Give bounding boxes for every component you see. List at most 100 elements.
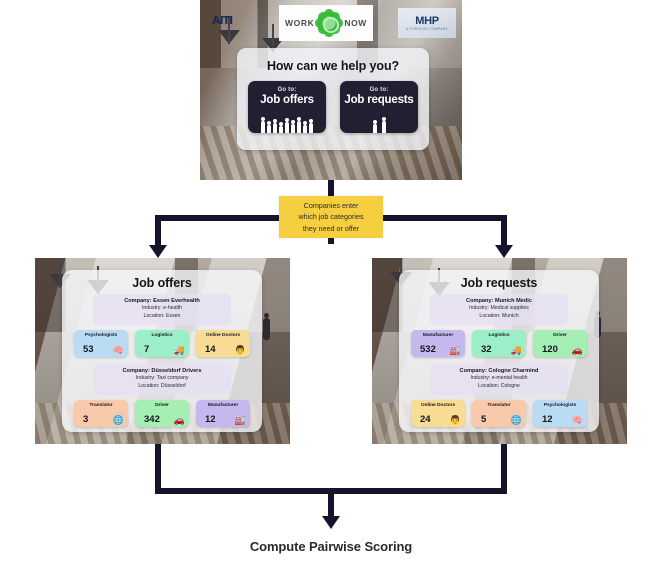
mhp-logo-subtitle: A PORSCHE COMPANY xyxy=(405,27,449,31)
worknow-logo-word-left: WORK xyxy=(285,18,315,28)
company-name: Company: Cologne Charmind xyxy=(459,367,539,374)
arrow-top-to-note xyxy=(328,180,334,196)
category-count: 14 xyxy=(205,343,216,355)
category-card-psychologists[interactable]: Psychologists 53 🧠 xyxy=(74,329,128,357)
doctor-icon: 👨 xyxy=(449,414,461,425)
brain-icon: 🧠 xyxy=(571,414,583,425)
brain-icon: 🧠 xyxy=(112,344,124,355)
company-industry: Industry: e-health xyxy=(141,305,183,312)
category-count: 24 xyxy=(420,413,431,425)
job-requests-button[interactable]: Go to: Job requests xyxy=(340,81,418,133)
category-name: Translator xyxy=(487,402,511,408)
category-card-manufacturer[interactable]: Manufacturer 12 🏭 xyxy=(196,399,250,427)
company-industry: Industry: Medical supplies xyxy=(469,305,529,312)
worknow-logo: WORK NOW xyxy=(279,5,373,41)
arrow-right-down xyxy=(501,215,507,245)
category-name: Online Doctors xyxy=(420,402,456,408)
job-requests-title: Job requests xyxy=(460,276,538,290)
category-count: 7 xyxy=(144,343,150,355)
category-count: 3 xyxy=(83,413,89,425)
company-location: Location: Essen xyxy=(143,313,181,320)
arrow-requests-down xyxy=(501,444,507,488)
dialog-choice-row: Go to: Job offers Go t xyxy=(237,81,429,133)
help-dialog-card: How can we help you? Go to: Job offers xyxy=(237,48,429,150)
lamp-icon xyxy=(218,16,240,44)
company-location: Location: Cologne xyxy=(478,383,520,390)
category-name: Translator xyxy=(89,402,113,408)
arrow-merge-stem xyxy=(328,488,334,516)
job-offers-mockup: Job offers Company: Essen Everhealth Ind… xyxy=(35,258,290,444)
people-walking-icon xyxy=(340,115,418,133)
category-card-logistics[interactable]: Logistics 7 🚚 xyxy=(135,329,189,357)
arrow-left-down xyxy=(155,215,161,245)
category-name: Driver xyxy=(553,332,567,338)
arrow-head-left xyxy=(149,245,167,258)
note-line-1: Companies enter xyxy=(303,201,359,211)
category-count: 532 xyxy=(420,343,436,355)
dialog-title: How can we help you? xyxy=(266,59,400,73)
job-requests-button-label: Job requests xyxy=(344,94,414,106)
category-row: Translator 3 🌐 Driver 342 🚗 Manufacturer… xyxy=(62,399,262,427)
category-count: 32 xyxy=(481,343,492,355)
category-name: Manufacturer xyxy=(207,402,239,408)
job-offers-button-label: Job offers xyxy=(260,94,314,106)
doctor-icon: 👨 xyxy=(234,344,246,355)
category-card-translator[interactable]: Translator 3 🌐 xyxy=(74,399,128,427)
arrow-offers-down xyxy=(155,444,161,488)
arrow-head-bottom xyxy=(322,516,340,529)
category-count: 5 xyxy=(481,413,487,425)
category-card-driver[interactable]: Driver 120 🚗 xyxy=(533,329,587,357)
aiti-logo: AITI xyxy=(212,14,233,27)
category-count: 53 xyxy=(83,343,94,355)
factory-icon: 🏭 xyxy=(234,414,246,425)
category-row: Online Doctors 24 👨 Translator 5 🌐 Psych… xyxy=(399,399,599,427)
category-count: 342 xyxy=(144,413,160,425)
category-card-online-doctors[interactable]: Online Doctors 24 👨 xyxy=(411,399,465,427)
category-name: Logistics xyxy=(151,332,173,338)
people-crowd-icon xyxy=(248,115,326,133)
category-name: Driver xyxy=(155,402,169,408)
company-industry: Industry: Taxi company xyxy=(135,375,189,382)
company-info-block: Company: Cologne Charmind Industry: e-me… xyxy=(430,363,568,395)
car-icon: 🚗 xyxy=(571,344,583,355)
job-offers-goto-label: Go to: xyxy=(277,87,297,93)
category-count: 12 xyxy=(542,413,553,425)
category-row: Manufacturer 532 🏭 Logistics 32 🚚 Driver… xyxy=(399,329,599,357)
job-requests-mockup: Job requests Company: Munich Medic Indus… xyxy=(372,258,627,444)
top-app-mockup: AITI WORK NOW MHP A PORSCHE COMPANY How … xyxy=(200,0,462,180)
category-name: Online Doctors xyxy=(205,332,241,338)
arrow-note-stem xyxy=(328,238,334,244)
category-count: 120 xyxy=(542,343,558,355)
company-name: Company: Düsseldorf Drivers xyxy=(122,367,202,374)
job-offers-title: Job offers xyxy=(132,276,192,290)
arrow-note-left-branch xyxy=(155,215,279,221)
company-info-block: Company: Essen Everhealth Industry: e-he… xyxy=(93,294,231,325)
category-name: Psychologists xyxy=(84,332,118,338)
category-row: Psychologists 53 🧠 Logistics 7 🚚 Online … xyxy=(62,329,262,357)
job-offers-button[interactable]: Go to: Job offers xyxy=(248,81,326,133)
mhp-logo: MHP A PORSCHE COMPANY xyxy=(398,8,456,38)
category-card-psychologists[interactable]: Psychologists 12 🧠 xyxy=(533,399,587,427)
page-caption: Compute Pairwise Scoring xyxy=(249,539,413,554)
arrow-head-right xyxy=(495,245,513,258)
category-card-online-doctors[interactable]: Online Doctors 14 👨 xyxy=(196,329,250,357)
arrow-note-right-branch xyxy=(383,215,507,221)
car-icon: 🚗 xyxy=(173,414,185,425)
category-card-translator[interactable]: Translator 5 🌐 xyxy=(472,399,526,427)
category-card-driver[interactable]: Driver 342 🚗 xyxy=(135,399,189,427)
company-name: Company: Essen Everhealth xyxy=(124,298,200,304)
category-card-logistics[interactable]: Logistics 32 🚚 xyxy=(472,329,526,357)
translate-icon: 🌐 xyxy=(510,414,522,425)
company-info-block: Company: Munich Medic Industry: Medical … xyxy=(430,294,568,325)
person-silhouette-icon xyxy=(263,313,270,340)
truck-icon: 🚚 xyxy=(510,344,522,355)
category-name: Psychologists xyxy=(543,402,577,408)
companies-enter-note: Companies enter which job categories the… xyxy=(279,196,383,238)
truck-icon: 🚚 xyxy=(173,344,185,355)
virus-icon xyxy=(317,11,342,35)
category-card-manufacturer[interactable]: Manufacturer 532 🏭 xyxy=(411,329,465,357)
category-name: Logistics xyxy=(488,332,510,338)
job-requests-goto-label: Go to: xyxy=(369,87,389,93)
note-line-3: they need or offer xyxy=(302,223,360,233)
company-name: Company: Munich Medic xyxy=(466,298,532,304)
